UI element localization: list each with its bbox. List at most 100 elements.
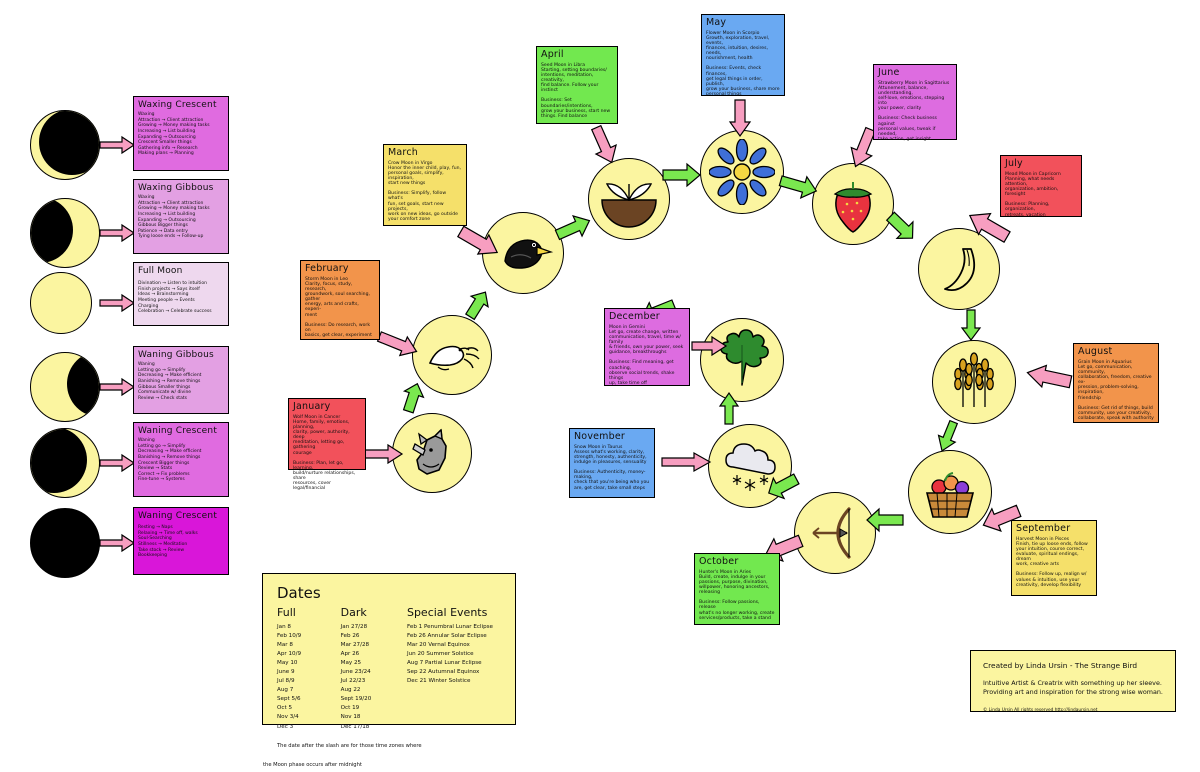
moon-graphic-waning-crescent	[30, 428, 100, 498]
date-entry: Jan 27/28	[340, 624, 368, 630]
wheel-node-august	[932, 340, 1016, 424]
dates-dark-header: Dark	[340, 606, 367, 619]
moon-shadow	[39, 111, 99, 175]
moon-graphic-waxing-gibbous	[30, 198, 100, 268]
date-entry: Feb 26 Annular Solar Eclipse	[406, 633, 487, 640]
goose-icon	[428, 345, 480, 371]
month-title: November	[574, 431, 626, 442]
date-entry: June 23/24	[340, 669, 371, 676]
arrow-wheel-oct-nov	[766, 470, 800, 504]
date-entry: Feb 1 Penumbral Lunar Eclipse	[406, 624, 493, 630]
arrow-february-connector	[376, 331, 420, 361]
month-description: Strawberry Moon in Sagittarius Attunemen…	[878, 80, 950, 112]
moon-graphic-full-moon	[30, 272, 92, 334]
phase-title: Waning Crescent	[138, 426, 218, 436]
arrow-wheel-jun-jul	[884, 211, 918, 247]
month-description: Crow Moon in Virgo Honor the inner child…	[388, 160, 461, 187]
month-panel-november: November Snow Moon in Taurus Assess what…	[569, 428, 655, 498]
phase-body: Waxing Attraction → Client attraction Gr…	[138, 195, 210, 240]
month-title: September	[1016, 523, 1071, 534]
phase-body: Resting → Naps Relaxing → Time off, walk…	[138, 525, 198, 559]
month-panel-february: February Storm Moon in Leo Clarity, focu…	[300, 260, 380, 340]
strawberry-icon	[833, 182, 873, 233]
date-entry: Mar 27/28	[340, 642, 370, 649]
arrow-phase-3	[99, 293, 136, 313]
arrow-april-connector	[588, 124, 624, 166]
arrow-wheel-mar-apr	[554, 213, 592, 243]
arrow-june-connector	[846, 126, 884, 170]
month-title: October	[699, 556, 739, 567]
dates-full-header: Full	[277, 606, 296, 619]
phase-panel-new-moon: Waning Crescent Resting → Naps Relaxing …	[133, 507, 229, 575]
month-title: February	[305, 263, 349, 274]
arrow-december-connector	[691, 335, 728, 357]
arrow-july-connector	[964, 212, 1012, 250]
phase-title: Waxing Gibbous	[138, 183, 214, 193]
date-entry: Oct 5	[277, 705, 293, 712]
arrow-january-connector	[361, 443, 404, 465]
month-description: Storm Moon in Leo Clarity, focus, study,…	[305, 276, 370, 318]
arrow-wheel-aug-sep	[937, 419, 972, 454]
month-title: August	[1078, 346, 1113, 357]
arrow-may-connector	[728, 99, 752, 138]
phase-body: Divination → Listen to intuition Finish …	[138, 281, 212, 315]
month-business: Business: Authenticity, money-making, ch…	[574, 470, 650, 491]
phase-title: Full Moon	[138, 266, 183, 276]
phase-title: Waning Gibbous	[138, 350, 214, 360]
month-business: Business: Do research, work on basics, g…	[305, 322, 372, 339]
arrow-wheel-sep-oct	[866, 506, 904, 534]
moon-shadow	[31, 199, 73, 263]
arrow-august-connector	[1024, 364, 1073, 391]
month-title: June	[878, 67, 900, 78]
date-entry: Oct 19	[340, 705, 360, 712]
date-entry: Aug 7 Partial Lunar Eclipse	[406, 660, 482, 667]
month-panel-september: September Harvest Moon in Pisces Finish,…	[1011, 520, 1097, 596]
date-entry: Aug 7	[277, 687, 294, 694]
month-business: Business: Simplify, follow what's fun, s…	[388, 191, 458, 223]
wheel-node-december	[700, 318, 784, 402]
month-description: Wolf Moon in Cancer Home, family, emotio…	[293, 414, 350, 456]
date-entry: Sept 5/6	[277, 696, 301, 703]
dates-note: The date after the slash are for those t…	[263, 742, 422, 768]
harvest-basket-icon	[925, 472, 975, 518]
month-panel-april: April Seed Moon in Libra Starting, setti…	[536, 46, 618, 124]
date-entry: Feb 26	[340, 633, 360, 640]
phase-panel-waning-gibbous: Waning Gibbous Waning Letting go → Simpl…	[133, 346, 229, 414]
crow-icon	[504, 239, 554, 269]
moon-graphic-waxing-crescent	[30, 110, 100, 180]
arrow-wheel-jan-feb	[402, 382, 434, 414]
date-entry: Dec 3	[277, 723, 294, 730]
month-business: Business: Get rid of things, build commu…	[1078, 405, 1154, 422]
dates-special-header: Special Events	[406, 606, 488, 619]
arrow-phase-5	[99, 453, 136, 473]
month-business: Business: Planning, organization, retrea…	[1005, 202, 1050, 218]
month-description: Mead Moon in Capricorn Planning, what ne…	[1005, 171, 1061, 198]
arrow-phase-4	[99, 377, 136, 397]
grain-icon	[954, 352, 994, 407]
arrow-wheel-apr-may	[662, 162, 701, 188]
snow-icon	[725, 443, 776, 491]
month-panel-may: May Flower Moon in Scorpio Growth, explo…	[701, 14, 785, 98]
phase-panel-full-moon: Full Moon Divination → Listen to intuiti…	[133, 262, 229, 326]
month-business: Business: Plan, let go, learning, build/…	[293, 460, 356, 492]
arrow-phase-6	[99, 533, 136, 553]
arrow-phase-2	[99, 223, 136, 243]
date-entry: Apr 26	[340, 651, 360, 658]
dates-title: Dates	[277, 584, 321, 602]
wheel-node-january	[392, 413, 472, 493]
wheel-node-may	[700, 130, 784, 214]
month-title: July	[1005, 158, 1023, 169]
month-title: December	[609, 311, 660, 322]
seed-icon	[601, 183, 657, 228]
date-entry: Feb 10/9	[277, 633, 302, 640]
month-business: Business: Events, check finances, get le…	[706, 66, 780, 98]
wolf-icon	[412, 428, 447, 475]
date-entry: Jun 20 Summer Solstice	[406, 651, 474, 658]
date-entry: Jul 8/9	[277, 678, 295, 685]
month-description: Seed Moon in Libra Starting, setting bou…	[541, 62, 607, 94]
month-business: Business: Follow up, realign w/ values &…	[1016, 572, 1087, 588]
date-entry: Dec 17/18	[340, 723, 370, 730]
